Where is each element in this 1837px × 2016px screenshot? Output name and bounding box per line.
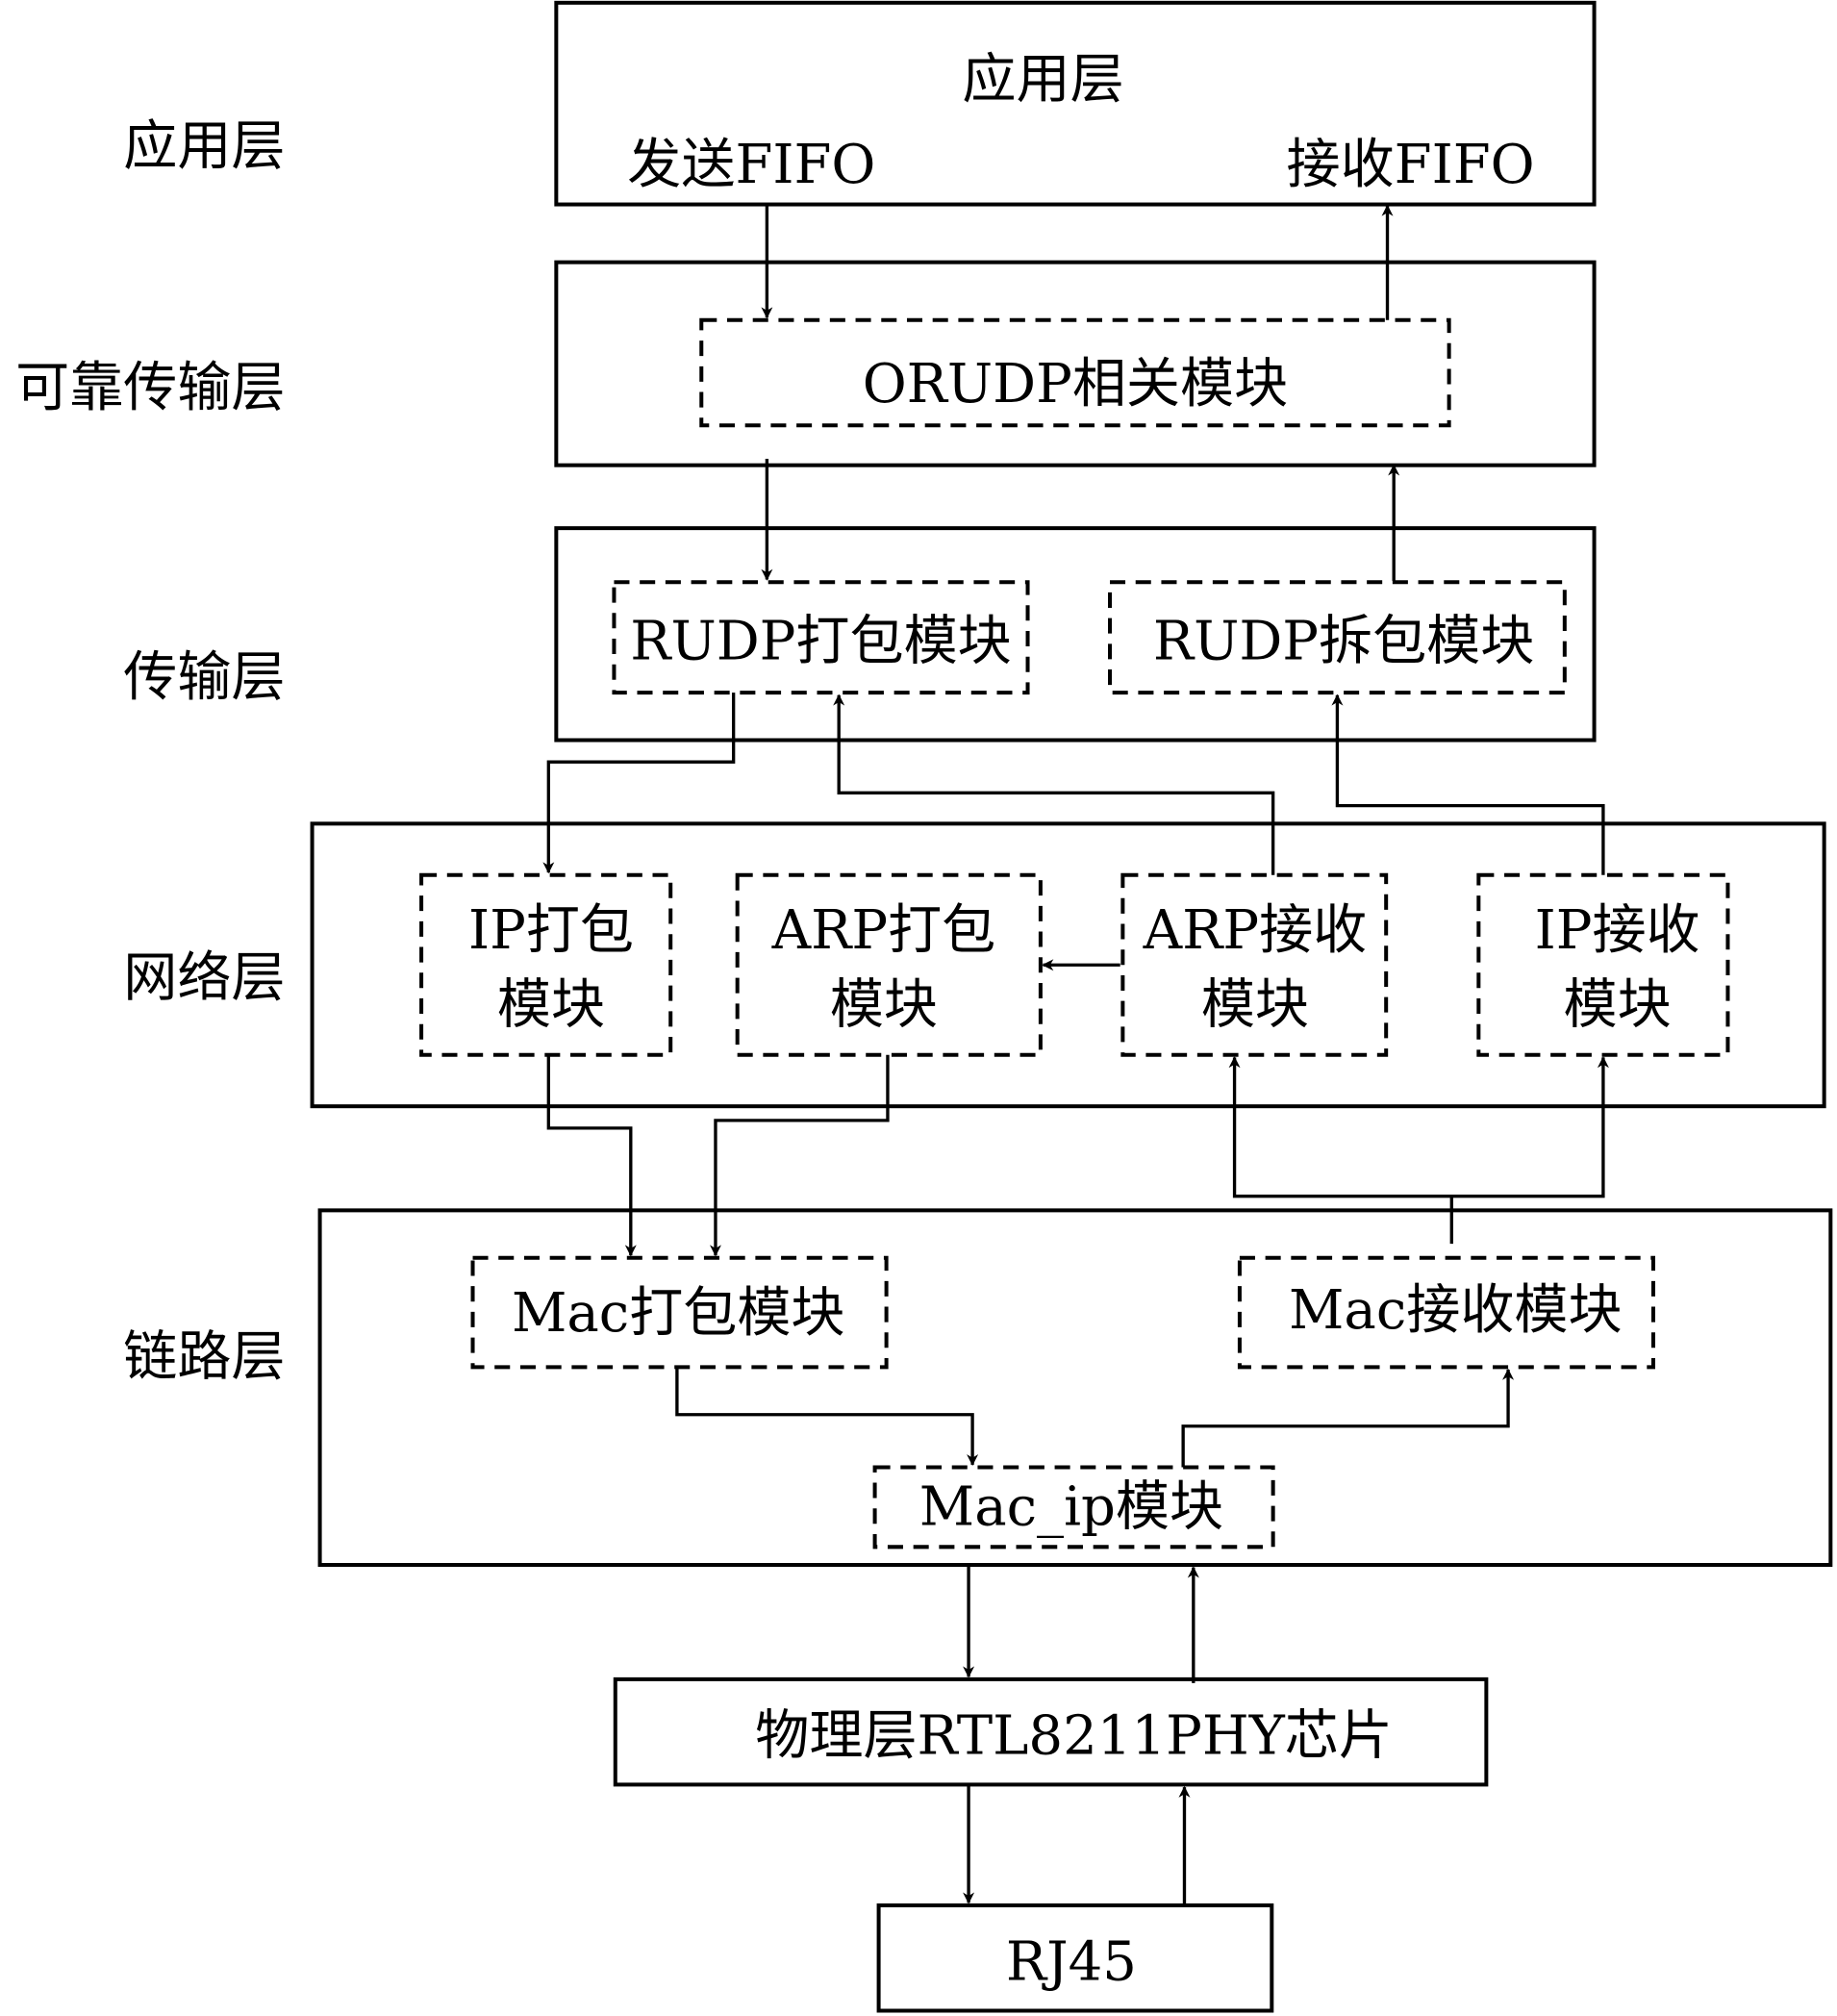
transport-layer-box: [554, 526, 1597, 743]
mac-pack-box: [470, 1255, 889, 1370]
ip-recv-box: [1476, 872, 1730, 1057]
arrow-arp-pack-to-mac-pack: [709, 1054, 890, 1257]
arp-pack-label-line2: 模块: [830, 973, 938, 1036]
arrow-mac-pack-to-mac-ip: [675, 1367, 979, 1467]
rudp-pack-label: RUDP打包模块: [630, 610, 1012, 672]
rudp-unpack-label: RUDP拆包模块: [1153, 610, 1534, 672]
rj45-label: RJ45: [1006, 1930, 1137, 1993]
arrow-ip-recv-to-rudp-unpack: [1331, 693, 1605, 875]
arrow-mac-ip-to-mac-recv: [1181, 1368, 1515, 1468]
mac-pack-label: Mac打包模块: [512, 1282, 845, 1345]
mac-ip-label: Mac_ip模块: [919, 1476, 1223, 1539]
mac-recv-box: [1237, 1255, 1656, 1370]
arp-pack-label-line1: ARP打包: [771, 899, 996, 962]
side-label-reliable: 可靠传输层: [15, 357, 285, 419]
send-fifo-label: 发送FIFO: [627, 134, 875, 196]
arrow-ip-pack-to-mac-pack: [546, 1054, 637, 1257]
recv-fifo-label: 接收FIFO: [1287, 134, 1535, 196]
app-layer-box: [554, 0, 1597, 207]
arrow-rudp-pack-to-ip-pack: [542, 693, 736, 874]
rudp-pack-box: [612, 580, 1030, 695]
arrow-mac-recv-to-arp-recv: [1228, 1056, 1453, 1245]
arrow-arp-recv-to-rudp-pack: [833, 693, 1275, 875]
phy-chip-label: 物理层RTL8211PHY芯片: [755, 1704, 1393, 1767]
reliable-layer-box: [554, 260, 1597, 467]
arp-recv-label-line2: 模块: [1201, 973, 1309, 1036]
mac-recv-label: Mac接收模块: [1289, 1279, 1623, 1342]
mac-ip-box: [872, 1465, 1275, 1550]
link-layer-box: [317, 1208, 1833, 1568]
app-layer-title: 应用层: [962, 49, 1123, 112]
arp-recv-label-line1: ARP接收: [1143, 899, 1368, 962]
ip-recv-label-line1: IP接收: [1535, 899, 1700, 962]
side-label-network: 网络层: [123, 946, 285, 1009]
arp-recv-box: [1120, 872, 1389, 1057]
orudp-module-label: ORUDP相关模块: [863, 353, 1288, 416]
side-label-transport: 传输层: [123, 646, 285, 709]
rj45-box: [876, 1903, 1274, 2013]
side-label-link: 链路层: [123, 1325, 285, 1388]
network-layer-box: [310, 821, 1826, 1109]
ip-pack-label-line1: IP打包: [468, 899, 634, 962]
arp-pack-box: [735, 872, 1043, 1057]
ip-recv-label-line2: 模块: [1564, 973, 1672, 1036]
arrow-mac-recv-to-ip-recv: [1451, 1056, 1609, 1198]
orudp-module-box: [699, 317, 1451, 428]
phy-chip-box: [613, 1676, 1489, 1787]
side-label-app: 应用层: [123, 115, 285, 178]
ip-pack-box: [419, 872, 673, 1057]
ip-pack-label-line2: 模块: [497, 973, 605, 1036]
